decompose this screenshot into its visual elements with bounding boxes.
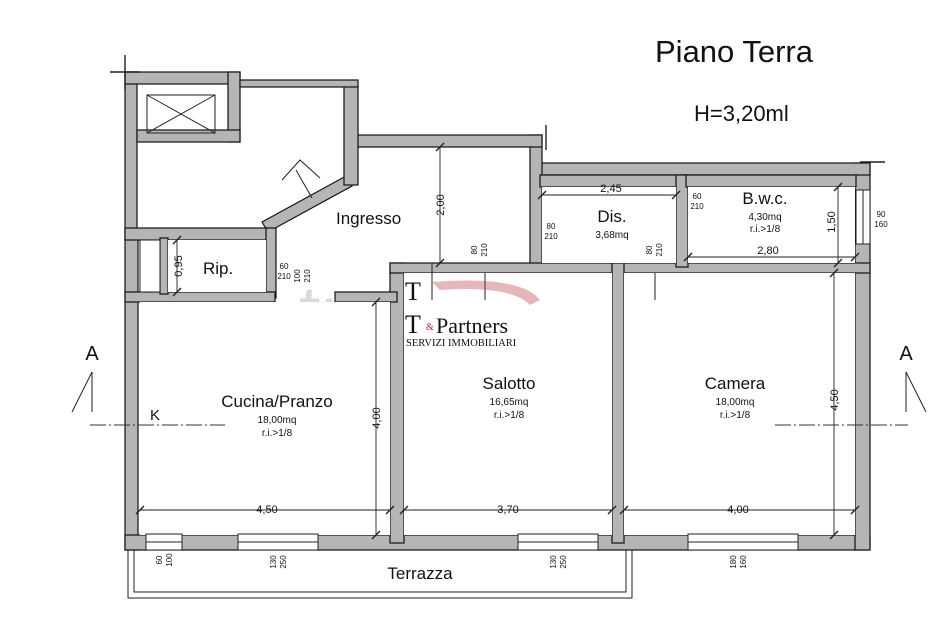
svg-text:160: 160 xyxy=(874,220,888,229)
svg-text:100: 100 xyxy=(293,269,302,283)
wall-left xyxy=(124,229,139,551)
room-cucina-ri: r.i.>1/8 xyxy=(262,428,293,439)
room-cucina-label: Cucina/Pranzo xyxy=(221,392,333,411)
dim-rip-height: 0,95 xyxy=(173,255,185,276)
room-dis-label: Dis. xyxy=(597,207,626,226)
svg-text:80: 80 xyxy=(645,245,654,254)
room-bagno-label: B.w.c. xyxy=(742,189,787,208)
dim-cucina-height: 4,00 xyxy=(371,407,383,428)
svg-text:210: 210 xyxy=(544,232,558,241)
logo-mark-top: T xyxy=(405,277,421,306)
svg-text:80: 80 xyxy=(470,245,479,254)
dim-bagno-width: 2,80 xyxy=(757,245,778,257)
svg-text:180: 180 xyxy=(729,555,738,569)
room-dis-area: 3,68mq xyxy=(595,230,628,241)
room-salotto-label: Salotto xyxy=(483,374,536,393)
logo-tagline: SERVIZI IMMOBILIARI xyxy=(406,338,517,349)
wall-rip-right xyxy=(265,227,277,299)
svg-text:100: 100 xyxy=(165,553,174,567)
svg-text:130: 130 xyxy=(549,555,558,569)
wall-salotto-camera xyxy=(611,262,625,544)
wall-top-ingresso xyxy=(351,134,543,148)
room-bagno-area: 4,30mq xyxy=(748,212,781,223)
dim-ingresso-height: 2,00 xyxy=(435,194,447,215)
room-camera-ri: r.i.>1/8 xyxy=(720,410,751,421)
room-fill-bagno xyxy=(688,187,855,263)
wall-rip-bottom xyxy=(124,291,276,303)
room-fill-shaft xyxy=(139,239,161,293)
svg-text:210: 210 xyxy=(480,243,489,257)
logo-swoosh xyxy=(432,280,540,305)
svg-text:160: 160 xyxy=(739,555,748,569)
room-camera-area: 18,00mq xyxy=(716,397,755,408)
page-title: Piano Terra xyxy=(655,34,814,69)
logo-amp: & xyxy=(426,322,434,333)
room-rip-label: Rip. xyxy=(203,259,233,278)
logo-mark-bottom: T xyxy=(405,310,421,339)
svg-text:90: 90 xyxy=(877,210,886,219)
room-ingresso-label: Ingresso xyxy=(336,209,401,228)
wall-top-right xyxy=(539,162,871,176)
ceiling-height: H=3,20ml xyxy=(694,101,789,126)
svg-text:250: 250 xyxy=(279,555,288,569)
section-mark-left: A xyxy=(85,343,99,365)
section-mark-right: A xyxy=(899,343,913,365)
kitchen-marker: K xyxy=(150,407,160,424)
wall-rip-inner xyxy=(159,237,169,295)
wall-bagno-top xyxy=(685,174,857,188)
svg-text:210: 210 xyxy=(277,272,291,281)
room-fill-camera xyxy=(624,273,855,535)
room-fill-salotto xyxy=(404,273,612,535)
wall-ingresso-dis xyxy=(529,134,543,266)
wall-upper-top xyxy=(124,71,241,85)
dim-salotto-width: 3,70 xyxy=(497,504,518,516)
svg-text:130: 130 xyxy=(269,555,278,569)
windows xyxy=(145,189,871,551)
room-fill-rip xyxy=(168,240,266,292)
section-arrow-right xyxy=(905,371,927,413)
room-terrazza-label: Terrazza xyxy=(387,564,453,583)
terrace-outline xyxy=(127,550,633,599)
corner-marks xyxy=(110,55,885,163)
shaft-box xyxy=(146,94,216,134)
wall-rip-top xyxy=(124,227,271,241)
company-logo: T T & Partners SERVIZI IMMOBILIARI xyxy=(405,277,540,349)
svg-text:60: 60 xyxy=(155,555,164,564)
wall-salotto-top xyxy=(389,262,871,274)
dimension-lines xyxy=(135,142,860,540)
svg-text:80: 80 xyxy=(547,222,556,231)
door-swing-ingresso xyxy=(281,159,321,181)
svg-text:210: 210 xyxy=(303,269,312,283)
wall-upper-mid xyxy=(136,129,241,143)
room-salotto-ri: r.i.>1/8 xyxy=(494,410,525,421)
dim-camera-width: 4,00 xyxy=(727,504,748,516)
room-bagno-ri: r.i.>1/8 xyxy=(750,224,781,235)
room-fill-dis xyxy=(542,187,676,263)
section-arrow-left xyxy=(71,371,93,413)
wall-ingresso-left xyxy=(343,84,359,186)
wall-dis-bagno xyxy=(675,174,689,268)
svg-text:60: 60 xyxy=(693,192,702,201)
wall-cucina-salotto xyxy=(389,262,405,544)
room-salotto-area: 16,65mq xyxy=(490,397,529,408)
svg-text:210: 210 xyxy=(690,202,704,211)
walls xyxy=(124,71,871,551)
wall-ingresso-topcap xyxy=(239,79,359,88)
room-camera-label: Camera xyxy=(705,374,766,393)
dim-dis-width: 2,45 xyxy=(600,183,621,195)
wall-upper-left xyxy=(124,71,138,233)
svg-text:210: 210 xyxy=(655,243,664,257)
dim-camera-height: 4,50 xyxy=(829,389,841,410)
logo-name: Partners xyxy=(436,313,508,338)
opening-labels: 60 210 100 210 80 210 80 210 80 210 60 2… xyxy=(155,192,888,569)
room-fill-cucina xyxy=(140,302,390,535)
dim-cucina-width: 4,50 xyxy=(256,504,277,516)
svg-text:60: 60 xyxy=(280,262,289,271)
wall-cucina-stub xyxy=(334,291,398,303)
dim-bagno-height: 1,50 xyxy=(826,211,838,232)
svg-text:250: 250 xyxy=(559,555,568,569)
room-cucina-area: 18,00mq xyxy=(258,415,297,426)
